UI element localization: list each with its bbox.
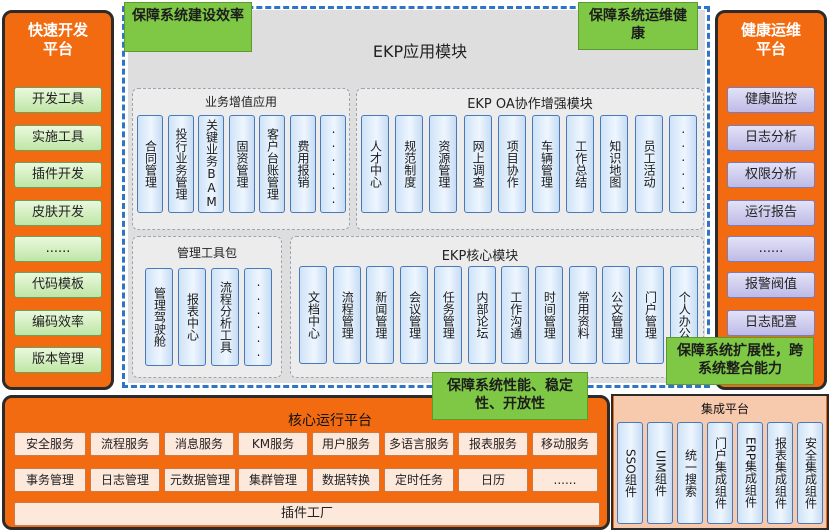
core-function-1[interactable]: 事务管理 [14, 468, 86, 492]
callout-ops-health: 保障系统运维健康 [578, 2, 698, 50]
ekp-core-card-11[interactable]: 门户管理 [636, 266, 664, 364]
integration-card-3[interactable]: 统一搜索 [677, 422, 703, 524]
value-added-card-3[interactable]: 关键业务BAM [198, 115, 224, 213]
rapid-dev-platform-title: 快速开发平台 [27, 21, 88, 58]
ekp-core-title: EKP核心模块 [441, 249, 519, 264]
rapid-dev-item-3[interactable]: 插件开发 [14, 162, 102, 188]
core-service-6[interactable]: 多语言服务 [384, 432, 454, 456]
core-function-4[interactable]: 集群管理 [238, 468, 308, 492]
ekp-core-card-1[interactable]: 文档中心 [299, 266, 327, 364]
callout-ops-health-text: 保障系统运维健康 [589, 8, 687, 42]
rapid-dev-item-2[interactable]: 实施工具 [14, 125, 102, 151]
value-added-card-4[interactable]: 固资管理 [228, 115, 255, 213]
oa-card-2[interactable]: 规范制度 [395, 115, 424, 213]
oa-card-7[interactable]: 工作总结 [566, 115, 595, 213]
oa-card-5[interactable]: 项目协作 [497, 115, 526, 213]
oa-card-10[interactable]: ...... [668, 115, 697, 213]
core-service-1[interactable]: 安全服务 [14, 432, 86, 456]
callout-build-efficiency: 保障系统建设效率 [124, 2, 252, 52]
mgmt-tool-card-1[interactable]: 管理驾驶舱 [145, 268, 173, 366]
core-runtime-title: 核心运行平台 [288, 413, 372, 429]
health-ops-item-3[interactable]: 权限分析 [727, 162, 815, 188]
core-service-2[interactable]: 流程服务 [90, 432, 160, 456]
integration-card-6[interactable]: 报表集成组件 [767, 422, 793, 524]
value-added-card-6[interactable]: 费用报销 [289, 115, 316, 213]
value-added-card-1[interactable]: 合同管理 [137, 115, 163, 213]
core-function-3[interactable]: 元数据管理 [164, 468, 236, 492]
ekp-core-card-7[interactable]: 工作沟通 [501, 266, 530, 364]
ekp-core-card-10[interactable]: 公文管理 [602, 266, 631, 364]
core-service-7[interactable]: 报表服务 [458, 432, 528, 456]
health-ops-item-5[interactable]: ...... [727, 236, 815, 262]
health-ops-item-1[interactable]: 健康监控 [727, 87, 815, 113]
ekp-core-card-4[interactable]: 会议管理 [400, 266, 429, 364]
callout-performance: 保障系统性能、稳定性、开放性 [432, 372, 588, 420]
core-service-8[interactable]: 移动服务 [532, 432, 598, 456]
integration-card-2[interactable]: UIM组件 [647, 422, 673, 524]
ekp-core-card-6[interactable]: 内部论坛 [467, 266, 496, 364]
ekp-core-card-3[interactable]: 新闻管理 [366, 266, 395, 364]
oa-card-1[interactable]: 人才中心 [361, 115, 389, 213]
integration-card-1[interactable]: SSO组件 [617, 422, 643, 524]
callout-extensibility: 保障系统扩展性，跨系统整合能力 [666, 337, 814, 385]
value-added-card-5[interactable]: 客户台账管理 [259, 115, 285, 213]
oa-card-6[interactable]: 车辆管理 [532, 115, 560, 213]
rapid-dev-item-8[interactable]: 版本管理 [14, 347, 102, 373]
rapid-dev-item-4[interactable]: 皮肤开发 [14, 200, 102, 226]
integration-platform-title: 集成平台 [700, 402, 749, 416]
core-function-6[interactable]: 定时任务 [384, 468, 454, 492]
ekp-core-card-9[interactable]: 常用资料 [568, 266, 597, 364]
ekp-core-card-5[interactable]: 任务管理 [433, 266, 462, 364]
oa-card-8[interactable]: 知识地图 [600, 115, 629, 213]
oa-card-9[interactable]: 员工活动 [634, 115, 663, 213]
rapid-dev-item-1[interactable]: 开发工具 [14, 87, 102, 113]
core-function-2[interactable]: 日志管理 [90, 468, 160, 492]
oa-title: EKP OA协作增强模块 [467, 97, 593, 112]
mgmt-tool-card-3[interactable]: 流程分析工具 [211, 268, 239, 366]
rapid-dev-item-7[interactable]: 编码效率 [14, 310, 102, 336]
core-service-3[interactable]: 消息服务 [164, 432, 234, 456]
integration-card-5[interactable]: ERP集成组件 [737, 422, 763, 524]
ekp-app-module-title: EKP应用模块 [372, 42, 468, 61]
value-added-title: 业务增值应用 [204, 95, 277, 109]
health-ops-item-6[interactable]: 报警阀值 [727, 272, 815, 298]
value-added-card-7[interactable]: ...... [320, 115, 346, 213]
integration-card-4[interactable]: 门户集成组件 [707, 422, 733, 524]
mgmt-tools-title: 管理工具包 [176, 246, 237, 260]
core-function-7[interactable]: 日历 [458, 468, 528, 492]
mgmt-tool-card-4[interactable]: ...... [244, 268, 272, 366]
rapid-dev-item-5[interactable]: ...... [14, 236, 102, 262]
rapid-dev-item-6[interactable]: 代码模板 [14, 272, 102, 298]
callout-build-efficiency-text: 保障系统建设效率 [132, 8, 244, 24]
health-ops-platform-title: 健康运维平台 [740, 21, 801, 58]
plugin-factory-bar: 插件工厂 [14, 502, 600, 526]
health-ops-item-4[interactable]: 运行报告 [727, 200, 815, 226]
health-ops-item-7[interactable]: 日志配置 [727, 310, 815, 336]
core-function-5[interactable]: 数据转换 [312, 468, 380, 492]
callout-performance-text: 保障系统性能、稳定性、开放性 [447, 378, 573, 412]
value-added-card-2[interactable]: 投行业务管理 [167, 115, 194, 213]
core-service-4[interactable]: KM服务 [238, 432, 308, 456]
core-function-8[interactable]: ...... [532, 468, 598, 492]
oa-card-4[interactable]: 网上调查 [463, 115, 492, 213]
integration-card-7[interactable]: 安全集成组件 [797, 422, 823, 524]
health-ops-item-2[interactable]: 日志分析 [727, 125, 815, 151]
ekp-core-card-8[interactable]: 时间管理 [534, 266, 563, 364]
mgmt-tool-card-2[interactable]: 报表中心 [178, 268, 206, 366]
core-service-5[interactable]: 用户服务 [312, 432, 380, 456]
oa-card-3[interactable]: 资源管理 [429, 115, 458, 213]
ekp-core-card-2[interactable]: 流程管理 [332, 266, 361, 364]
callout-extensibility-text: 保障系统扩展性，跨系统整合能力 [677, 343, 803, 377]
